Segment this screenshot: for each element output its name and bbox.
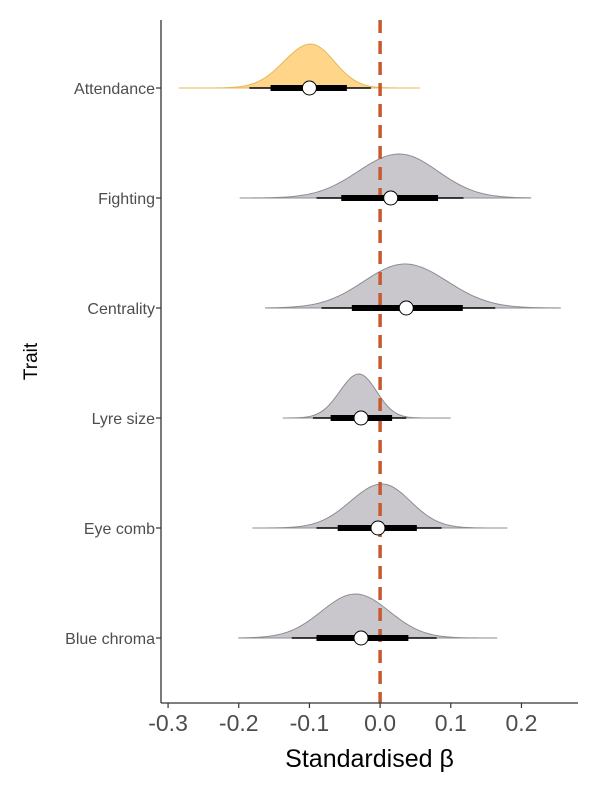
x-tick-label: 0.1 [435, 710, 467, 736]
axes-layer [160, 20, 578, 704]
y-tick-label-eye-comb: Eye comb [84, 521, 155, 538]
density-fighting [239, 153, 532, 199]
x-axis-ticks: -0.3 -0.2 -0.1 0.0 0.1 0.2 [148, 703, 537, 736]
median-point-blue-chroma [353, 630, 369, 646]
x-tick-label: -0.3 [148, 710, 188, 736]
y-tick-label-attendance: Attendance [74, 81, 155, 98]
intervals-layer [249, 80, 496, 646]
y-tick-label-blue-chroma: Blue chroma [65, 631, 155, 648]
density-blue-chroma [238, 593, 498, 639]
x-tick-label: 0.0 [364, 710, 396, 736]
density-attendance [178, 43, 421, 89]
y-tick-label-centrality: Centrality [87, 301, 155, 318]
median-point-fighting [383, 190, 399, 206]
density-centrality [265, 263, 561, 309]
median-point-attendance [301, 80, 317, 96]
y-axis-title: Trait [21, 342, 42, 380]
y-tick-label-lyre-size: Lyre size [92, 411, 156, 428]
density-lyre-size [282, 373, 451, 419]
y-tick-label-fighting: Fighting [98, 191, 155, 208]
x-tick-label: -0.1 [290, 710, 330, 736]
ridges-layer [178, 43, 561, 639]
median-point-centrality [398, 300, 414, 316]
median-point-eye-comb [370, 520, 386, 536]
median-point-lyre-size [353, 410, 369, 426]
x-axis-title: Standardised β [285, 745, 454, 773]
x-tick-label: -0.2 [219, 710, 259, 736]
x-tick-label: 0.2 [505, 710, 537, 736]
